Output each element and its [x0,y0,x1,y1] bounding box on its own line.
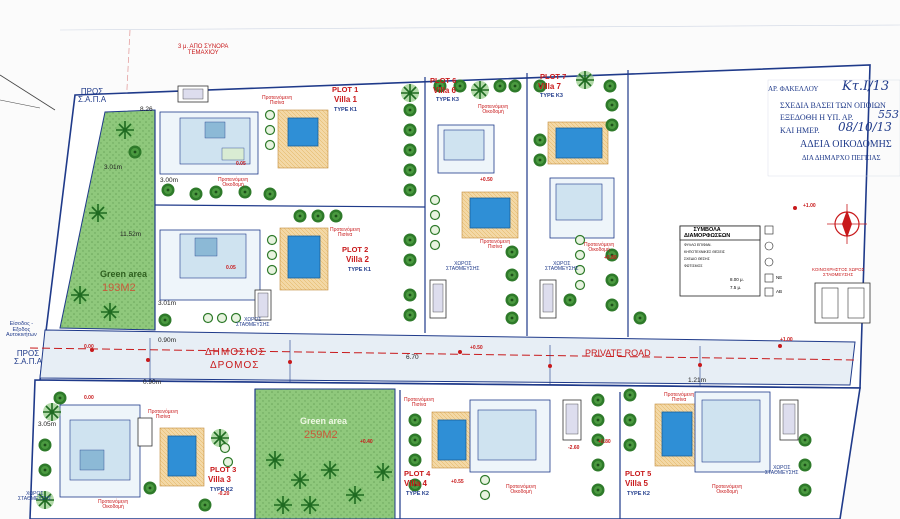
level-marker: +0.40 [360,439,373,445]
public-road-label-1: ΔΗΜΟΣΙΟΣ [205,347,266,358]
pool-note-plot-6: Προτεινόμενη Πισίνα [480,239,511,250]
boundary-note: 3 μ. ΑΠΟ ΣΥΝΟΡΑ ΤΕΜΑΧΙΟΥ [178,44,229,56]
pool-note-plot-5: Προτεινόμενη Πισίνα [664,392,695,403]
villa-2-type: TYPE K1 [348,267,371,273]
villa-6-label: Villa 6 [433,86,456,95]
level-marker: +0.80 [604,255,617,261]
villa-5-type: TYPE K2 [627,491,650,497]
house-note-plot-6: Προτεινόμενη Οικοδομή [478,104,509,115]
legend-row: ΚΗΠΟΤΕΧΝΙΚΕΣ ΘΕΣΕΙΣ [684,250,725,254]
level-marker: +0.50 [470,345,483,351]
legend-symbol: NE [776,275,783,280]
stamp-line-4: ΑΔΕΙΑ ΟΙΚΟΔΟΜΗΣ [800,139,892,150]
villa-2-label: Villa 2 [346,255,369,264]
stamp-handwritten-file: Κτ.Ι/13 [842,79,890,94]
house-note-plot-7: Προτεινόμενη Οικοδομή [584,242,615,253]
house-note-plot-4: Προτεινόμενη Οικοδομή [506,484,537,495]
green-area-north-label: Green area [100,269,148,279]
dim-3-01-top: 3.01m [104,164,123,171]
plot-5-label: PLOT 5 [625,469,652,478]
private-road-label: PRIVATE ROAD [585,348,651,358]
entrance-note: Είσοδος - Εξοδος Αυτοκινήτων [6,321,37,338]
legend-row: ΦΩΤΙΣΜΟΣ [684,264,703,268]
pros-sapa-west: ΠΡΟΣ Σ.Α.Π.Α [14,349,43,366]
level-marker: +0.55 [451,479,464,485]
dim-3-00: 3.00m [160,177,179,184]
plot-3-label: PLOT 3 [210,465,237,474]
parking-note-plot-6: ΧΩΡΟΣ ΣΤΑΘΜΕΥΣΗΣ [446,261,480,272]
pool-note-plot-2: Προτεινόμενη Πισίνα [330,227,361,238]
villa-7-type: TYPE K3 [540,93,563,99]
stamp-line-5: ΔΙΑ ΔΗΜΑΡΧΟ ΠΕΓΕΙΑΣ [802,154,881,162]
level-marker: +0.80 [598,439,611,445]
level-marker: 0.00 [84,344,94,350]
level-marker: 0.00 [84,395,94,401]
legend-title: ΣΥΜΒΟΛΑ ΔΙΑΜΟΡΦΩΣΕΩΝ [684,227,731,239]
stamp-file-no: ΑΡ. ΦΑΚΕΛΛΟΥ [768,85,819,93]
villa-4-label: Villa 4 [404,479,427,488]
villa-6-type: TYPE K3 [436,97,459,103]
pool-note-plot-4: Προτεινόμενη Πισίνα [404,397,435,408]
dim-3-01-bottom: 3.01m [158,300,177,307]
pros-sapa-north: ΠΡΟΣ Σ.Α.Π.Α [78,87,107,104]
plot-2-label: PLOT 2 [342,245,369,254]
villa-3-label: Villa 3 [208,475,231,484]
villa-4-type: TYPE K2 [406,491,429,497]
level-marker: +1.00 [803,203,816,209]
parking-note-plot-3: ΧΩΡΟΣ ΣΤΑΘΜΕΥΣΗΣ [18,491,52,502]
legend-row: ΣΧΕΔΙΟ ΘΕΣΗΣ [684,257,710,261]
stamp-line-1: ΣΧΕΔΙΑ ΒΑΣΕΙ ΤΩΝ ΟΠΟΙΩΝ [780,101,886,110]
plot-6-label: PLOT 6 [430,76,457,85]
parking-note-plot-5: ΧΩΡΟΣ ΣΤΑΘΜΕΥΣΗΣ [765,465,799,476]
green-area-south-label: Green area [300,416,348,426]
dim-1-21: 1.21m [688,377,707,384]
legend-value: 7.5 μ. [730,285,742,290]
house-note-plot-5: Προτεινόμενη Οικοδομή [712,484,743,495]
dim-8-26: 8.26 [140,106,153,113]
plot-1-label: PLOT 1 [332,85,359,94]
dim-0-90-south: 0.90m [143,379,162,386]
public-road-label-2: ΔΡΟΜΟΣ [210,360,260,371]
green-area-north-size: 193M2 [102,282,136,294]
parking-note-plot-7: ΧΩΡΟΣ ΣΤΑΘΜΕΥΣΗΣ [545,261,579,272]
stamp-line-3: ΚΑΙ ΗΜΕΡ. [780,126,820,135]
villa-1-label: Villa 1 [334,95,357,104]
plot-4-label: PLOT 4 [404,469,431,478]
dim-0-90-north: 0.90m [158,337,177,344]
stamp-line-2: ΕΞΕΔΟΘΗ Η ΥΠ. ΑΡ. [780,113,854,122]
stamp-handwritten-number: 553 [878,108,899,121]
level-marker: -2.60 [568,445,580,451]
common-parking-label: ΚΟΙΝΟΧΡΗΣΤΟΣ ΧΩΡΟΣ ΣΤΑΘΜΕΥΣΗΣ [812,267,865,277]
villa-5-label: Villa 5 [625,479,648,488]
level-marker: +0.50 [480,177,493,183]
level-marker: +1.00 [780,337,793,343]
house-note-plot-1: Προτεινόμενη Οικοδομή [218,177,249,188]
pool-note-plot-1: Προτεινόμενη Πισίνα [262,95,293,106]
house-note-plot-3: Προτεινόμενη Οικοδομή [98,499,129,510]
villa-1-type: TYPE K1 [334,107,357,113]
dim-11-52: 11.52m [120,231,142,238]
legend-symbol: AB [776,289,783,294]
dim-3-05: 3.05m [38,421,57,428]
pool-note-plot-3: Προτεινόμενη Πισίνα [148,409,179,420]
legend-row: ΦΥΛΛΟ ΕΠΙΦΑΝ. [684,243,712,247]
level-marker: 0.05 [236,161,246,167]
level-marker: -0.20 [218,491,230,497]
stamp-handwritten-date: 08/10/13 [838,120,892,134]
villa-7-label: Villa 7 [538,82,561,91]
dim-6-70: 6.70 [406,354,419,361]
level-marker: 0.05 [226,265,236,271]
plot-7-label: PLOT 7 [540,72,567,81]
parking-note-plot-2: ΧΩΡΟΣ ΣΤΑΘΜΕΥΣΗΣ [236,317,270,328]
legend-value: 8.00 μ. [730,277,744,282]
green-area-south-size: 259M2 [304,429,338,441]
villa-3-type: TYPE K2 [210,487,233,493]
